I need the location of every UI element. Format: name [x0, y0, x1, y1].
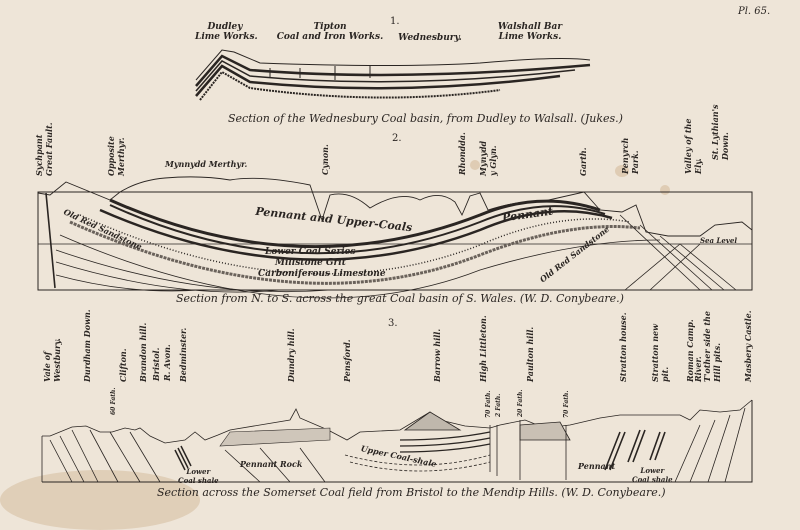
- section-3-number: 3.: [388, 318, 398, 329]
- stratum-lower-coal-shale-south: Lower Coal shale: [632, 466, 673, 484]
- section-3-caption: Section across the Somerset Coal field f…: [157, 486, 666, 499]
- stratum-pennant-south: Pennant: [578, 461, 616, 471]
- label-dudley: Dudley Lime Works.: [195, 22, 258, 42]
- section-1-caption: Section of the Wednesbury Coal basin, fr…: [228, 112, 623, 125]
- stratum-pennant-rock: Pennant Rock: [240, 459, 303, 469]
- section-3-drawing: [41, 399, 753, 483]
- section-1-drawing: [195, 49, 591, 101]
- label-wednesbury: Wednesbury.: [398, 33, 462, 43]
- stratum-lower-coal-shale-north: Lower Coal shale: [178, 467, 219, 485]
- section-1-number: 1.: [390, 16, 400, 27]
- label-mynnydd-merthyr: Mynnydd Merthyr.: [165, 159, 248, 169]
- sea-level-label: Sea Level: [700, 236, 738, 245]
- stratum-carboniferous-limestone: Carboniferous Limestone: [258, 269, 386, 279]
- plate-number: Pl. 65.: [738, 6, 771, 17]
- stratum-millstone-grit: Millstone Grit: [275, 258, 346, 268]
- label-walshall: Walshall Bar Lime Works.: [497, 22, 563, 42]
- label-tipton: Tipton Coal and Iron Works.: [276, 22, 384, 42]
- section-2-caption: Section from N. to S. across the great C…: [176, 292, 624, 305]
- section-2-drawing: [37, 176, 753, 299]
- section-2-number: 2.: [392, 133, 402, 144]
- stratum-lower-coal-series: Lower Coal Series: [265, 247, 356, 257]
